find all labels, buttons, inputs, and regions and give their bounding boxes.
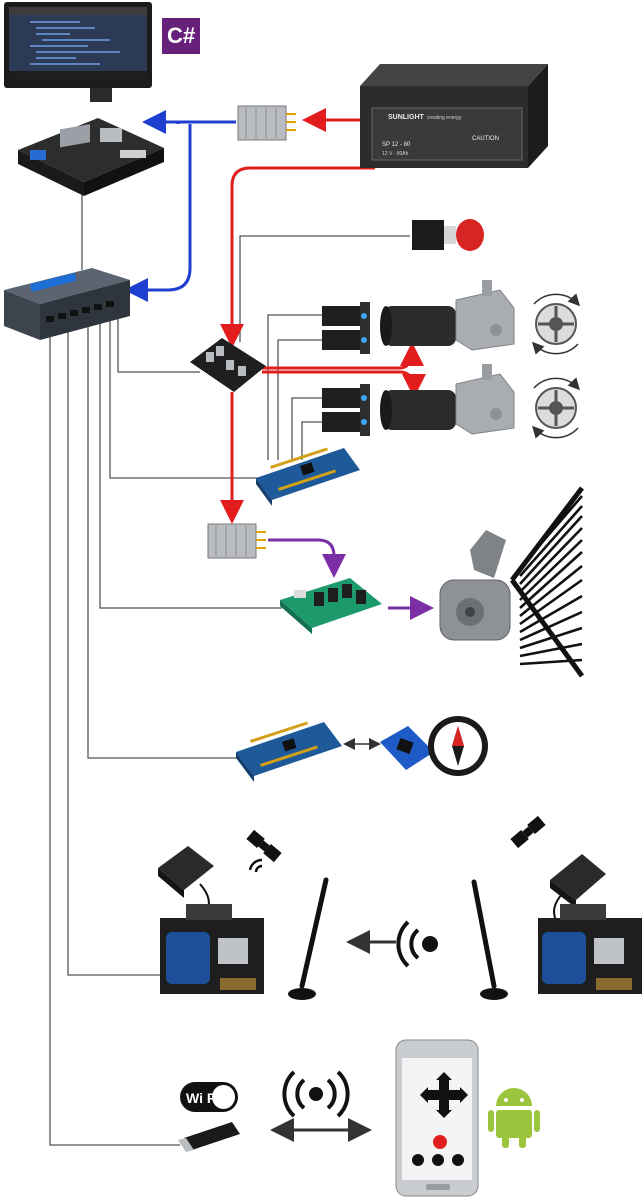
relay-board-icon: [280, 578, 382, 634]
phone-icon: [395, 1039, 479, 1197]
usb-hub-icon: [4, 268, 130, 340]
encoder-icon: [322, 408, 370, 436]
gear-motor-icon: [380, 280, 515, 351]
single-board-computer-icon: [18, 118, 164, 196]
signal-wires: [49, 195, 410, 1146]
gps-antenna-icon: [158, 846, 214, 913]
arduino-nano-icon: [256, 447, 360, 506]
battery-tagline: creating energy: [427, 115, 462, 121]
gps-antenna-icon: [550, 854, 606, 921]
worm-gear-motor-icon: [439, 530, 511, 641]
csharp-badge: C#: [162, 18, 200, 54]
wifi-label: Wi Fi: [186, 1090, 219, 1106]
emergency-stop-icon: [412, 219, 484, 251]
radio-signal-icon: [346, 920, 438, 968]
satellite-icon: [246, 829, 282, 873]
battery-brand: SUNLIGHT: [388, 114, 425, 121]
wheel-rotation-icon: [531, 293, 581, 355]
gps-board-icon: [160, 904, 264, 994]
voltage-regulator-icon: [237, 105, 296, 141]
wifi-dongle-icon: [178, 1122, 240, 1152]
rake-icon: [509, 486, 585, 678]
battery-caution: CAUTION: [472, 136, 499, 142]
gps-board-icon: [538, 904, 642, 994]
encoder-icon: [322, 302, 370, 330]
voltage-regulator-icon: [207, 523, 266, 559]
compass-icon: [428, 716, 488, 776]
radio-signal-icon: [270, 1070, 372, 1142]
wheel-rotation-icon: [531, 377, 581, 439]
motor-driver-icon: [190, 338, 266, 392]
imu-icon: [380, 726, 434, 770]
gear-motor-icon: [380, 364, 515, 435]
battery-spec: 12 V - 80Ah: [382, 151, 409, 157]
arduino-nano-icon: [236, 721, 342, 782]
relay-wires: [268, 538, 434, 620]
encoder-icon: [322, 326, 370, 354]
radio-antenna-icon: [288, 877, 329, 1000]
power-wires: [220, 108, 426, 524]
radio-antenna-icon: [471, 879, 508, 1000]
battery-icon: SUNLIGHT creating energy SP 12 - 80 12 V…: [360, 64, 548, 168]
wifi-logo-icon: Wi Fi: [180, 1082, 238, 1112]
data-wires: [124, 110, 236, 302]
battery-model: SP 12 - 80: [382, 142, 411, 148]
encoder-icon: [322, 384, 370, 412]
satellite-icon: [510, 815, 546, 849]
monitor-icon: [4, 2, 152, 102]
android-icon: [488, 1088, 540, 1148]
